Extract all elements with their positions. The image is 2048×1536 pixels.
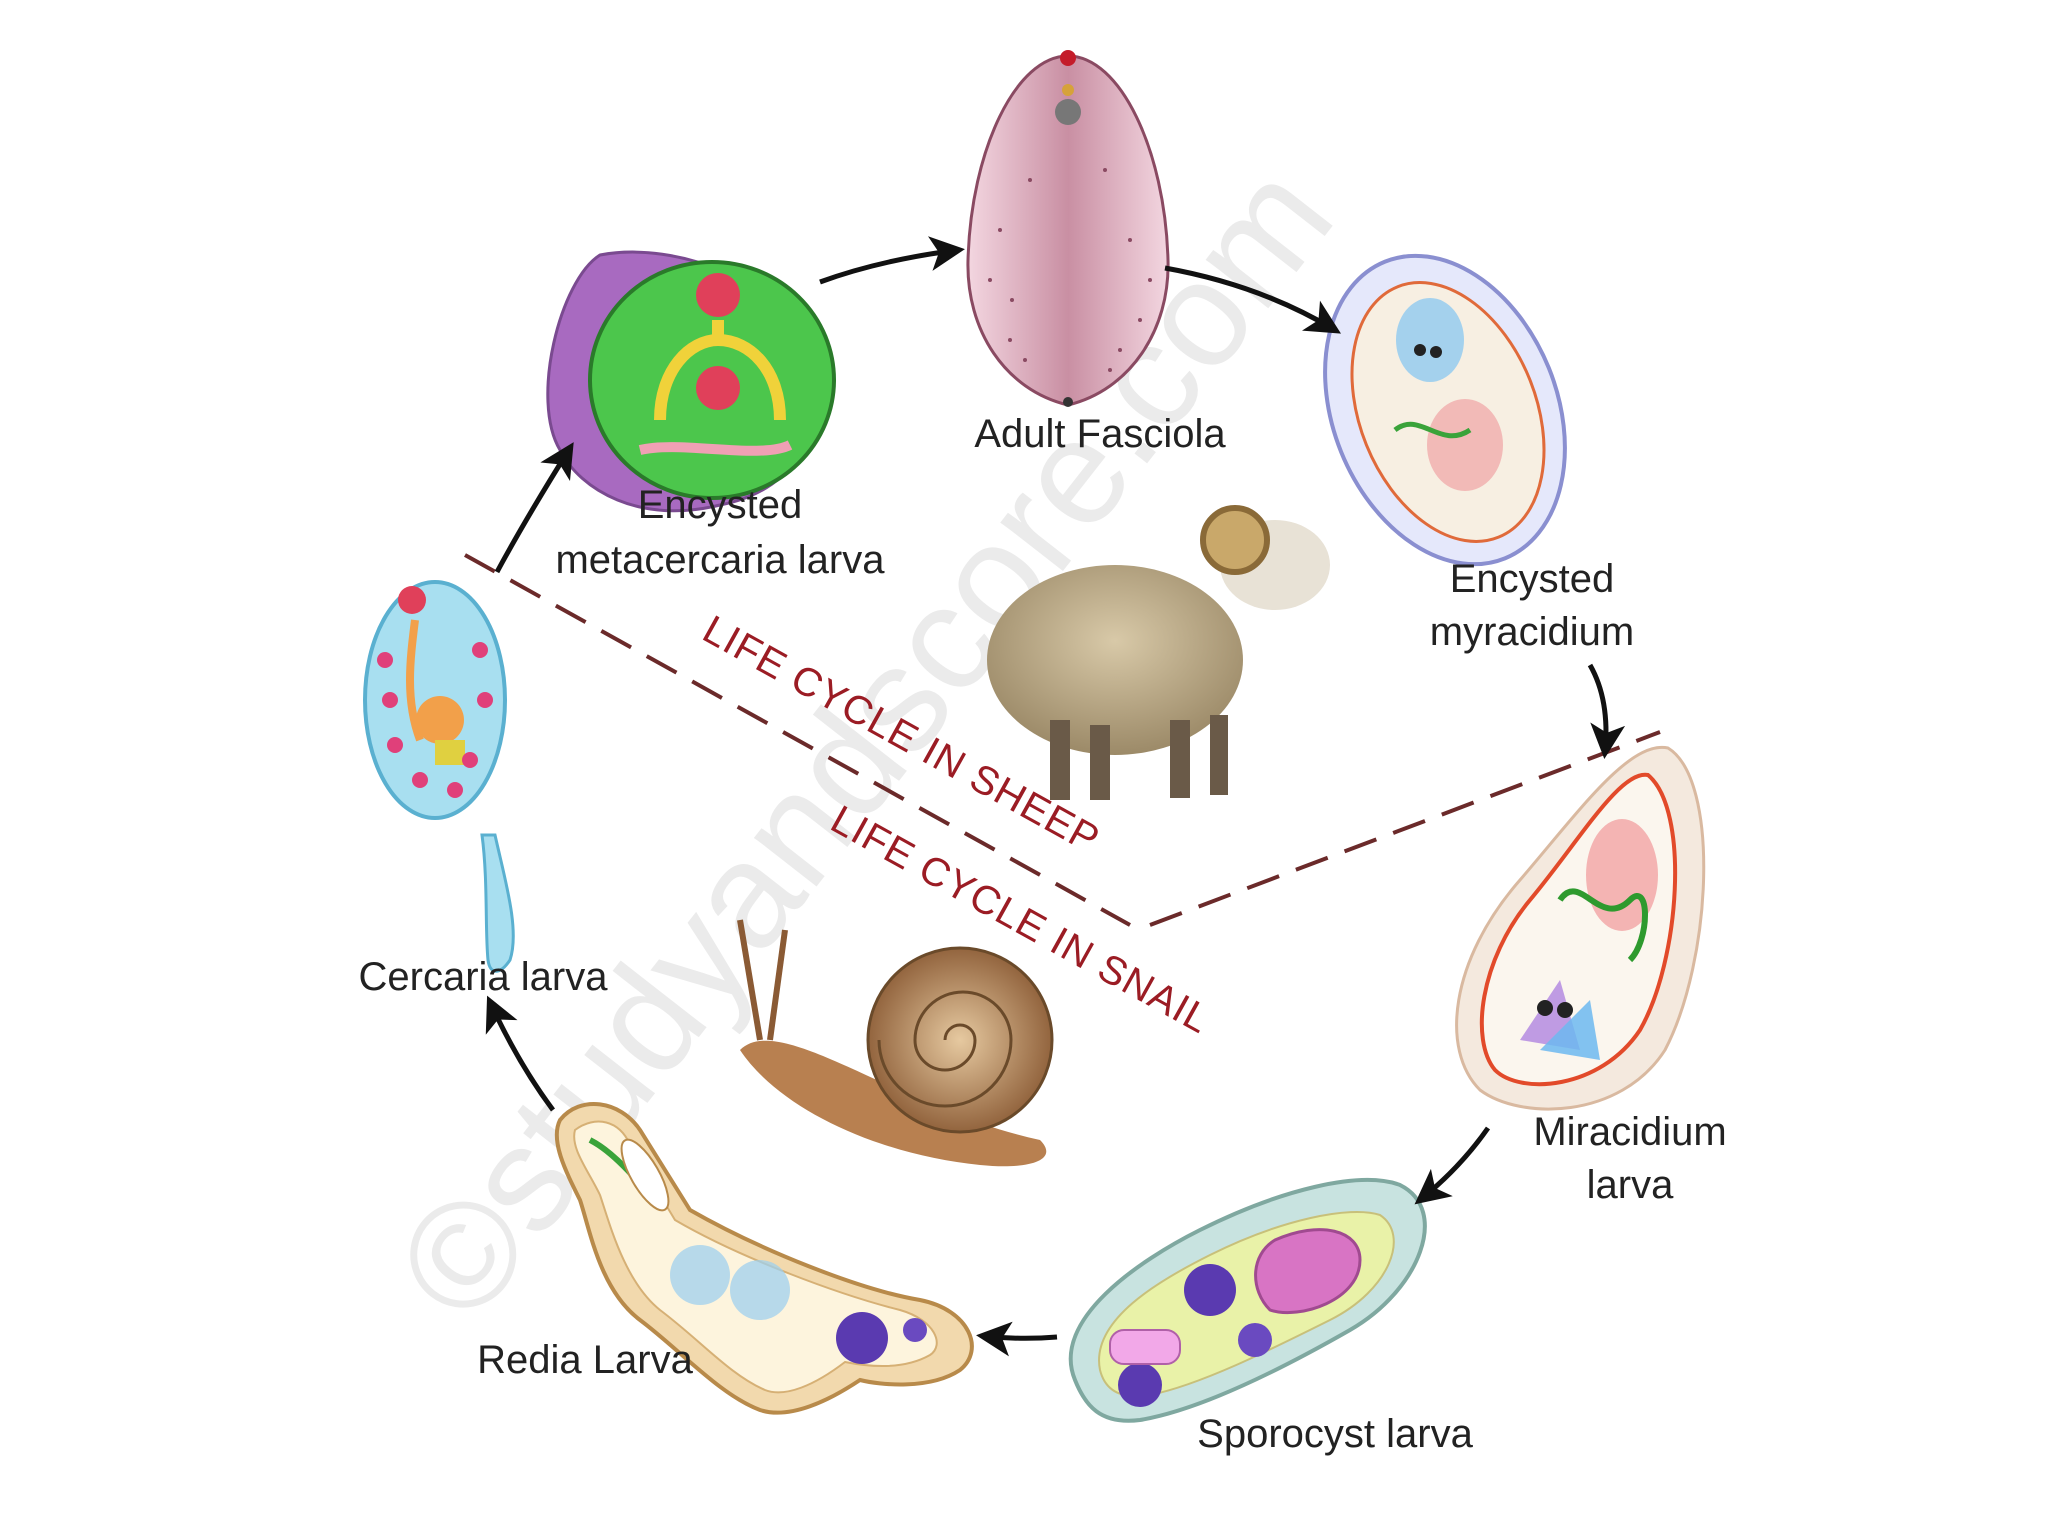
encysted-metacercaria-label-line2: metacercaria larva: [555, 538, 885, 582]
adult-fasciola-illustration: [966, 50, 1170, 407]
arrow-adult-to-encysted-myracidium: [1164, 265, 1342, 334]
arrow-cercaria-to-metacercaria: [494, 442, 574, 574]
arrow-miracidium-to-sporocyst: [1414, 1126, 1491, 1205]
encysted-myracidium-label-line1: Encysted: [1450, 557, 1615, 601]
snail-illustration: [737, 919, 1054, 1167]
cercaria-larva-label: Cercaria larva: [359, 955, 609, 999]
host-boundary: [464, 553, 1661, 927]
encysted-metacercaria-label-line1: Encysted: [638, 483, 803, 527]
encysted-myracidium-illustration: [1323, 253, 1567, 567]
adult-fasciola-label: Adult Fasciola: [974, 412, 1226, 456]
arrow-encysted-myracidium-to-miracidium: [1587, 663, 1626, 759]
miracidium-larva-illustration: [1455, 745, 1706, 1111]
encysted-metacercaria-illustration: [546, 250, 836, 513]
boundary-line-right: [1149, 730, 1661, 927]
miracidium-larva-label-line2: larva: [1587, 1163, 1674, 1207]
arrow-metacercaria-to-adult: [819, 236, 965, 285]
redia-larva-label: Redia Larva: [477, 1338, 693, 1382]
boundary-line-left: [464, 553, 1131, 927]
miracidium-larva-label-line1: Miracidium: [1533, 1110, 1726, 1154]
cycle-arrows: [485, 236, 1626, 1357]
sporocyst-larva-illustration: [1068, 1178, 1427, 1423]
arrow-sporocyst-to-redia: [976, 1321, 1058, 1357]
cercaria-larva-illustration: [363, 580, 515, 973]
arrow-redia-to-cercaria: [485, 995, 556, 1112]
sheep-illustration: [987, 505, 1330, 800]
redia-larva-illustration: [554, 1102, 974, 1415]
sporocyst-larva-label: Sporocyst larva: [1197, 1412, 1473, 1456]
encysted-myracidium-label-line2: myracidium: [1430, 610, 1634, 654]
